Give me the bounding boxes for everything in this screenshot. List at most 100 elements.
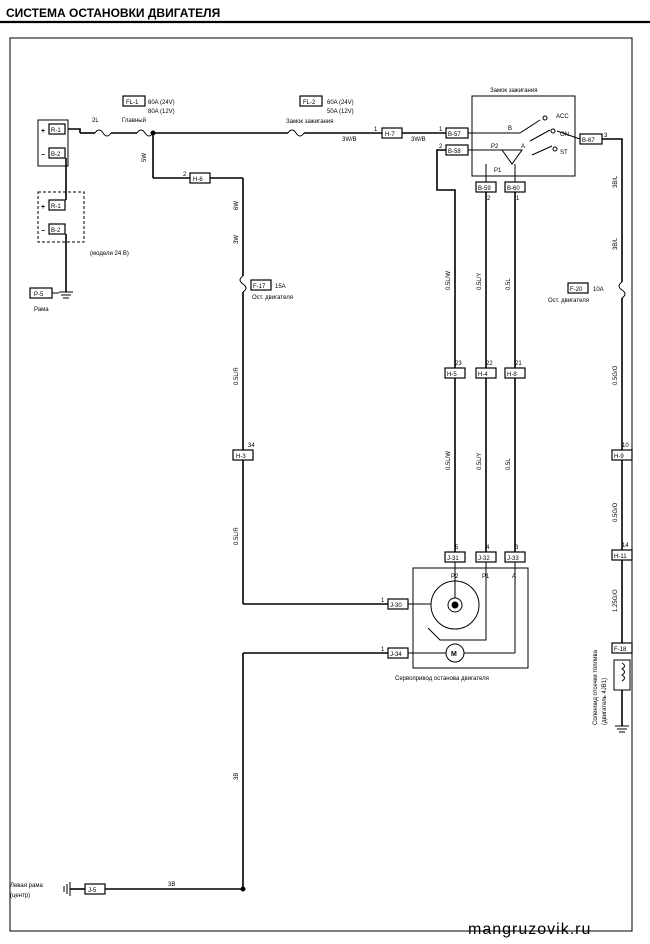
- fuse-f17-rating: 15A: [275, 284, 286, 290]
- wire-05l-1: 0.5L: [506, 278, 512, 290]
- pin-3-j33: 3: [515, 545, 519, 551]
- pin-1-h7: 1: [374, 127, 378, 133]
- ignition-switch-title: Замок зажигания: [490, 88, 537, 94]
- connector-j33-label: J-33: [507, 556, 519, 562]
- ground-left-label-2: (центр): [10, 893, 30, 899]
- connector-f18: [611, 642, 633, 654]
- pin-10-h9: 10: [622, 443, 629, 449]
- switch-pin-p2: P2: [491, 144, 499, 150]
- wire-3bl-1: 3B/L: [613, 175, 619, 188]
- fuse-f17-id-box: [250, 279, 272, 291]
- battery-lower-id: B-2: [51, 152, 61, 158]
- frame-ground-label: Рама: [34, 307, 49, 313]
- wire-3wb-2: 3W/B: [411, 137, 426, 143]
- actuator-label: Сервопривод останова двигателя: [395, 676, 489, 682]
- battery-plus-terminal: +: [41, 128, 45, 135]
- pin-5-j31: 5: [455, 545, 459, 551]
- motor-icon-letter: M: [451, 651, 457, 658]
- solenoid-note: (двигатель 4JB1): [602, 678, 608, 725]
- connector-h5-label: H-5: [447, 372, 457, 378]
- wire-3b-2: 3B: [168, 882, 175, 888]
- pin-1-j30: 1: [381, 598, 385, 604]
- wire-05ly-2: 0.5L/Y: [477, 453, 483, 470]
- connector-p5-label: P-5: [34, 292, 44, 298]
- diagram-title: СИСТЕМА ОСТАНОВКИ ДВИГАТЕЛЯ: [6, 6, 220, 20]
- wire-05go-1: 0.5G/O: [613, 365, 619, 385]
- battery2-minus-terminal: −: [41, 228, 45, 235]
- connector-h11-label: H-11: [614, 554, 627, 560]
- fusible-link-fl1-symbol: [94, 129, 112, 137]
- wire-05lw-2: 0.5L/W: [446, 451, 452, 470]
- wire-05ly-1: 0.5L/Y: [477, 273, 483, 290]
- battery: + − R-1 B-2: [37, 119, 69, 167]
- switch-pin-p1: P1: [494, 168, 502, 174]
- wire-05l-2: 0.5L: [506, 458, 512, 470]
- wire-3wb-1: 3W/B: [342, 137, 357, 143]
- fuse-f20-id: F-20: [570, 287, 583, 293]
- fuse-fl2-rating-12: 50A (12V): [327, 109, 354, 115]
- fuse-fl1-id: FL-1: [126, 100, 139, 106]
- pin-4-j32: 4: [486, 545, 490, 551]
- fuse-fl2-name: Замок зажигания: [286, 119, 333, 125]
- switch-position-acc: ACC: [556, 114, 569, 120]
- pin-21-h8: 21: [515, 361, 522, 367]
- fuse-fl1-id-box: [122, 95, 146, 107]
- page-frame: [9, 37, 633, 932]
- ground-left-symbol: [63, 882, 71, 896]
- connector-h8-label: H-8: [507, 372, 517, 378]
- pin-34-h3: 34: [248, 443, 255, 449]
- fuse-f20-id-box: [567, 282, 589, 294]
- connector-j30-label: J-30: [390, 603, 402, 609]
- connector-j5-label: J-5: [88, 888, 97, 894]
- fuse-f20-symbol: [618, 281, 626, 299]
- fuse-fl1-rating-24: 60A (24V): [148, 100, 175, 106]
- pin-1-b57: 1: [439, 127, 443, 133]
- pin-2-b58: 2: [439, 144, 443, 150]
- connector-h7-label: H-7: [385, 132, 395, 138]
- pin-23-h5: 23: [455, 361, 462, 367]
- connector-j34-label: J-34: [390, 652, 402, 658]
- battery2-plus-terminal: +: [41, 204, 45, 211]
- ignition-switch: Замок зажигания B-57 1 B-58 2 B-59 B-60 …: [439, 88, 608, 202]
- pin-14-h11: 14: [622, 543, 629, 549]
- connector-h3-label: H-3: [236, 454, 246, 460]
- connector-j32-label: J-32: [478, 556, 490, 562]
- fuse-fl1-name: Главный: [122, 117, 146, 124]
- connector-h6-label: H-6: [193, 177, 203, 183]
- battery-24v: + − R-1 B-2: [37, 191, 85, 243]
- fuse-f17-name: Ост. двигателя: [252, 295, 293, 301]
- engine-stop-actuator: P2 P1 A M: [408, 562, 529, 669]
- battery2-lower-id: B-2: [51, 228, 61, 234]
- fuse-f20-rating: 10A: [593, 287, 604, 293]
- actuator-pin-p2: P2: [451, 574, 459, 580]
- pin-2-h6: 2: [183, 172, 187, 178]
- wire-05go-2: 0.5G/O: [613, 502, 619, 522]
- wire-05lw-1: 0.5L/W: [446, 271, 452, 290]
- fuse-f17-symbol: [239, 275, 247, 293]
- switch-position-st: ST: [560, 150, 568, 156]
- ground-frame-symbol: [59, 291, 73, 299]
- site-watermark: mangruzovik.ru: [468, 921, 591, 938]
- pin-1-j34: 1: [381, 647, 385, 653]
- wire-5w: 5W: [142, 153, 148, 162]
- wire-3bl-2: 3B/L: [613, 237, 619, 250]
- battery-minus-terminal: −: [41, 152, 45, 159]
- ground-left-label-1: Левая рама: [10, 883, 43, 889]
- fuse-fl1-symbol: [136, 129, 154, 137]
- wire-125go: 1.25G/O: [613, 589, 619, 612]
- connector-p5: [29, 287, 53, 299]
- switch-position-on: ON: [560, 132, 569, 138]
- fuse-f17-id: F-17: [253, 284, 266, 290]
- connector-b67-label: B-67: [582, 138, 595, 144]
- wire-2l: 2L: [92, 118, 99, 124]
- connector-b58-label: B-58: [448, 149, 461, 155]
- fuel-cut-solenoid: [613, 659, 631, 733]
- solenoid-label: Соленоид отсечки топлива: [593, 649, 599, 725]
- switch-pin-b: B: [508, 126, 512, 132]
- wire-6w: 6W: [234, 201, 240, 210]
- battery-upper-id: R-1: [51, 128, 61, 134]
- fuse-fl1-rating-12: 80A (12V): [148, 109, 175, 115]
- fuse-fl2-id-box: [299, 95, 323, 107]
- pin-2-b59: 2: [487, 196, 491, 202]
